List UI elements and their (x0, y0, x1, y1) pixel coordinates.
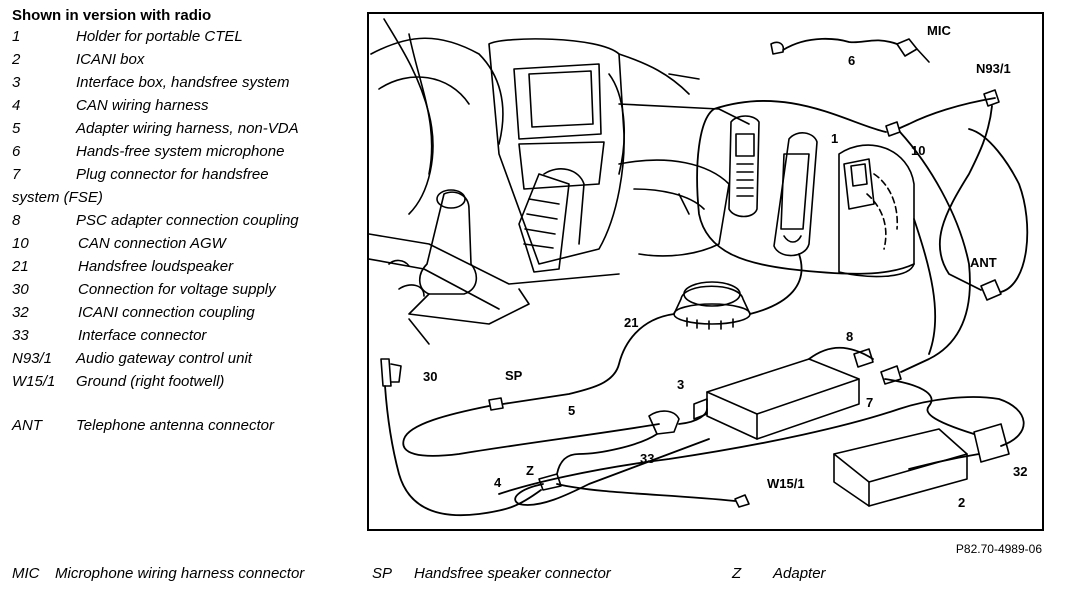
bottom-sp-code: SP (372, 565, 393, 582)
callout-n93-1: N93/1 (976, 61, 1011, 76)
legend-wrap-text: system (FSE) (12, 189, 103, 206)
phone-holder-illustration (728, 115, 915, 278)
legend-code: 5 (12, 120, 21, 137)
legend-desc: Handsfree loudspeaker (78, 258, 234, 275)
wiring-harness (384, 37, 1029, 517)
callout-6: 6 (848, 53, 856, 68)
legend-desc: CAN connection AGW (78, 235, 226, 252)
bottom-sp-desc: Handsfree speaker connector (414, 565, 611, 582)
callout-2: 2 (958, 495, 966, 510)
legend-code: 3 (12, 74, 21, 91)
loudspeaker-illustration (673, 281, 751, 330)
legend-desc: PSC adapter connection coupling (76, 212, 299, 229)
legend-code: W15/1 (12, 373, 56, 390)
legend-desc: Plug connector for handsfree (76, 166, 269, 183)
legend-code: 6 (12, 143, 21, 160)
legend-code: N93/1 (12, 350, 53, 367)
callout-4: 4 (494, 475, 502, 490)
legend-code: 32 (12, 304, 29, 321)
legend-desc: ICANI connection coupling (78, 304, 255, 321)
legend-code: 21 (12, 258, 29, 275)
diagram-frame: MIC N93/1 6 1 10 ANT 21 8 3 7 SP 5 30 33… (367, 12, 1044, 531)
legend-desc: Adapter wiring harness, non-VDA (76, 120, 299, 137)
callout-8: 8 (846, 329, 854, 344)
bottom-mic-desc: Microphone wiring harness connector (55, 565, 305, 582)
bottom-z-code: Z (732, 565, 742, 582)
legend-code: 1 (12, 28, 21, 45)
connectors-illustration (380, 38, 1010, 508)
legend-desc: ICANI box (76, 51, 145, 68)
callout-33: 33 (640, 451, 655, 466)
callout-30: 30 (423, 369, 438, 384)
legend-code: 30 (12, 281, 29, 298)
callout-10: 10 (911, 143, 926, 158)
legend-code: 8 (12, 212, 21, 229)
legend-desc: Telephone antenna connector (76, 417, 274, 434)
legend-desc: Ground (right footwell) (76, 373, 225, 390)
legend-code: 2 (12, 51, 21, 68)
callout-3: 3 (677, 377, 685, 392)
callout-32: 32 (1013, 464, 1028, 479)
wiring-diagram (369, 18, 1029, 517)
legend-code: 7 (12, 166, 21, 183)
legend-code: 33 (12, 327, 29, 344)
callout-1: 1 (831, 131, 839, 146)
legend-code: ANT (12, 417, 42, 434)
bottom-z-desc: Adapter (773, 565, 826, 582)
callout-sp: SP (505, 368, 523, 383)
callout-mic: MIC (927, 23, 951, 38)
legend-desc: Hands-free system microphone (76, 143, 285, 160)
callout-w15-1: W15/1 (767, 476, 805, 491)
legend-desc: Interface box, handsfree system (76, 74, 290, 91)
callout-5: 5 (568, 403, 576, 418)
legend-desc: CAN wiring harness (76, 97, 209, 114)
callout-z: Z (526, 463, 534, 478)
bottom-mic-code: MIC (12, 565, 40, 582)
legend-desc: Connection for voltage supply (78, 281, 276, 298)
callout-21: 21 (624, 315, 639, 330)
legend-code: 4 (12, 97, 21, 114)
legend-title: Shown in version with radio (12, 7, 212, 24)
icani-box-illustration (833, 428, 968, 507)
figure-reference: P82.70-4989-06 (955, 542, 1042, 556)
legend-desc: Audio gateway control unit (76, 350, 252, 367)
callout-7: 7 (866, 395, 874, 410)
legend-code: 10 (12, 235, 29, 252)
legend-desc: Holder for portable CTEL (76, 28, 243, 45)
callout-ant: ANT (970, 255, 997, 270)
dashboard-illustration (369, 18, 750, 345)
interface-box-illustration (693, 358, 860, 440)
legend-desc: Interface connector (78, 327, 207, 344)
